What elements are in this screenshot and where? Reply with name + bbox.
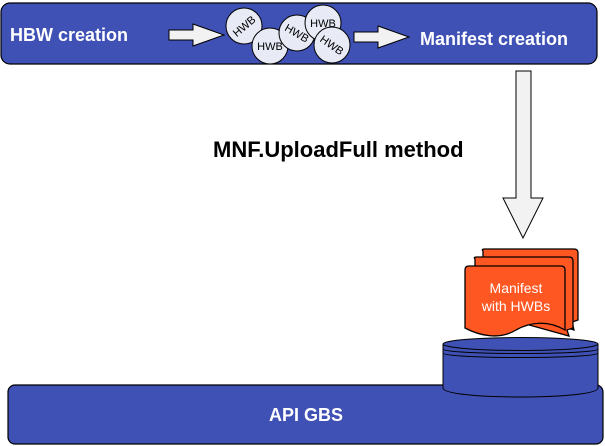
api-bar (7, 384, 604, 445)
upload-method-label: MNF.UploadFull method (213, 137, 464, 162)
manifest-documents: Manifest with HWBs (464, 248, 579, 337)
arrow-right-icon (168, 23, 226, 47)
database-cylinder (442, 337, 599, 398)
api-gbs-label: API GBS (269, 405, 343, 425)
document-label-line1: Manifest (490, 280, 543, 296)
hwb-cluster: HWB HWB HWB HWB HWB (225, 4, 351, 65)
hwb-bubble: HWB (278, 14, 316, 52)
arrow-right-icon (353, 25, 411, 49)
hbw-creation-label: HBW creation (10, 25, 128, 45)
hwb-bubble: HWB (225, 7, 263, 45)
svg-text:HWB: HWB (257, 41, 283, 53)
document-icon (464, 265, 566, 337)
arrow-down-icon (502, 70, 544, 240)
hwb-bubble: HWB (304, 4, 342, 42)
document-label-line2: with HWBs (481, 298, 550, 314)
manifest-creation-label: Manifest creation (420, 29, 568, 49)
hwb-bubble: HWB (313, 26, 351, 64)
